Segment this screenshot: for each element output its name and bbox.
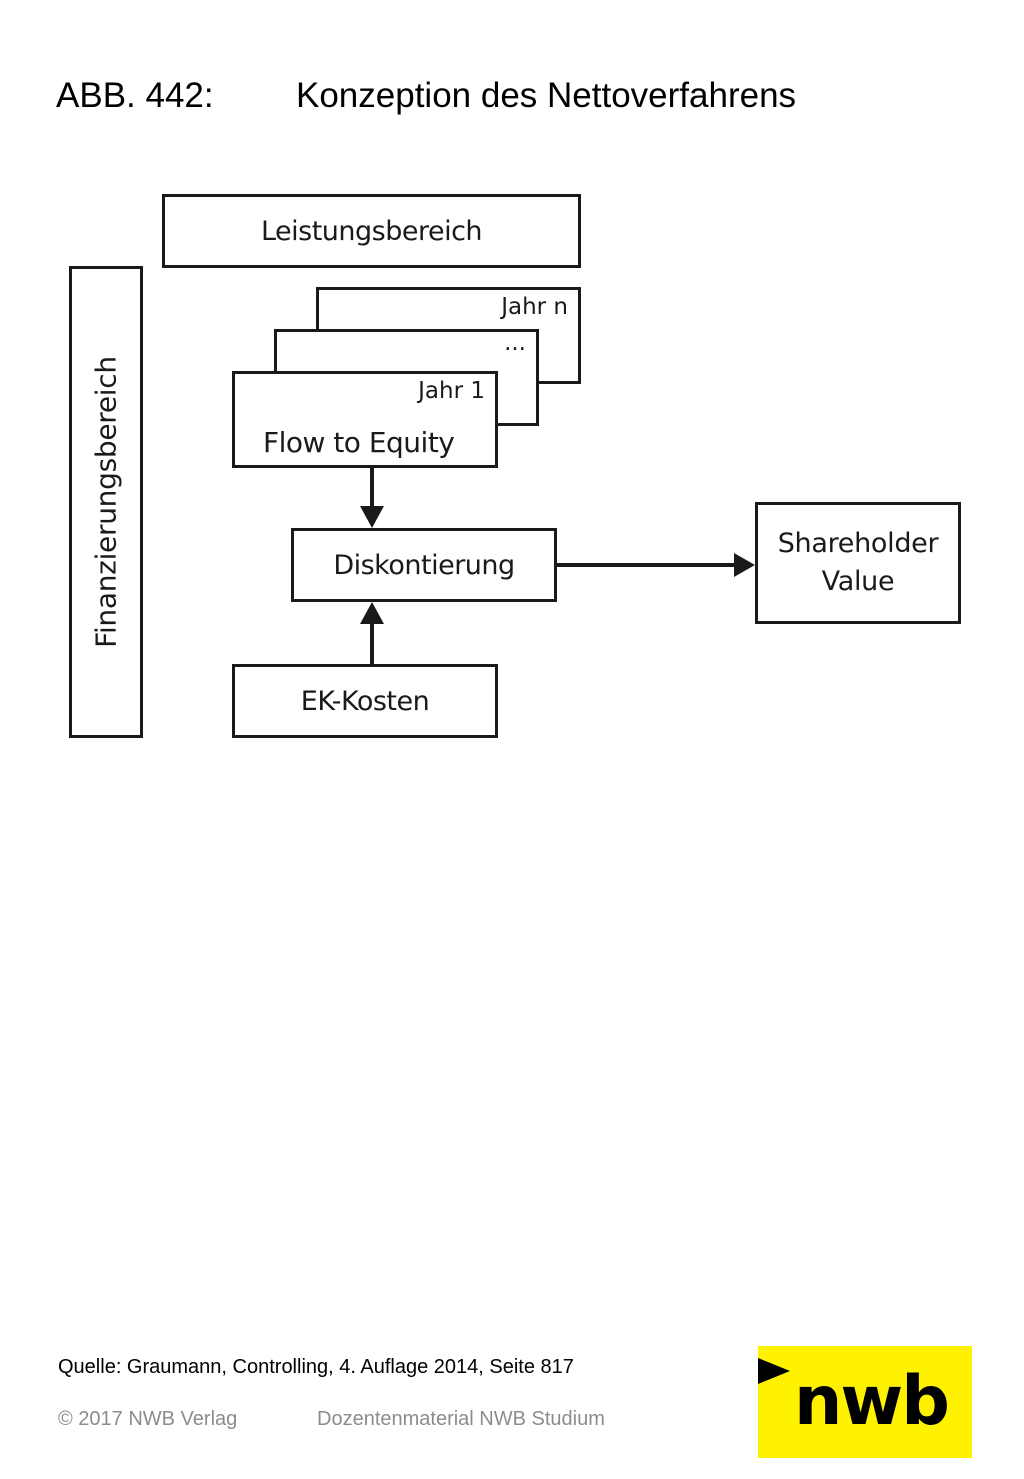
flow-to-equity-label: Flow to Equity	[263, 426, 455, 459]
figure-title: Konzeption des Nettoverfahrens	[296, 76, 797, 115]
year-1-box: Jahr 1 Flow to Equity	[232, 371, 498, 468]
shareholder-label: Shareholder	[777, 528, 939, 559]
year-1-label: Jahr 1	[418, 378, 485, 404]
arrowhead-fte-to-diskontierung	[360, 506, 384, 528]
footer-material: Dozentenmaterial NWB Studium	[317, 1408, 605, 1430]
arrowhead-ek-to-diskontierung	[360, 602, 384, 624]
ek-kosten-box: EK-Kosten	[232, 664, 498, 738]
year-n-label: Jahr n	[501, 294, 568, 320]
figure-number: ABB. 442:	[56, 76, 214, 115]
footer-copyright: © 2017 NWB Verlag	[58, 1408, 238, 1430]
arrowhead-diskontierung-to-shareholder	[734, 553, 755, 577]
nwb-logo: nwb	[758, 1346, 972, 1458]
ek-kosten-label: EK-Kosten	[300, 685, 430, 717]
source-citation: Quelle: Graumann, Controlling, 4. Auflag…	[58, 1356, 574, 1378]
diskontierung-box: Diskontierung	[291, 528, 557, 602]
diskontierung-label: Diskontierung	[333, 549, 515, 581]
logo-text: nwb	[794, 1362, 950, 1441]
finanzierungsbereich-box: Finanzierungsbereich	[69, 266, 143, 738]
year-ellipsis-label: ...	[504, 330, 526, 356]
value-label: Value	[821, 566, 895, 597]
leistungsbereich-box: Leistungsbereich	[162, 194, 581, 268]
shareholder-value-box: Shareholder Value	[755, 502, 961, 624]
logo-arrow-icon	[758, 1358, 790, 1384]
leistungsbereich-label: Leistungsbereich	[260, 215, 483, 247]
